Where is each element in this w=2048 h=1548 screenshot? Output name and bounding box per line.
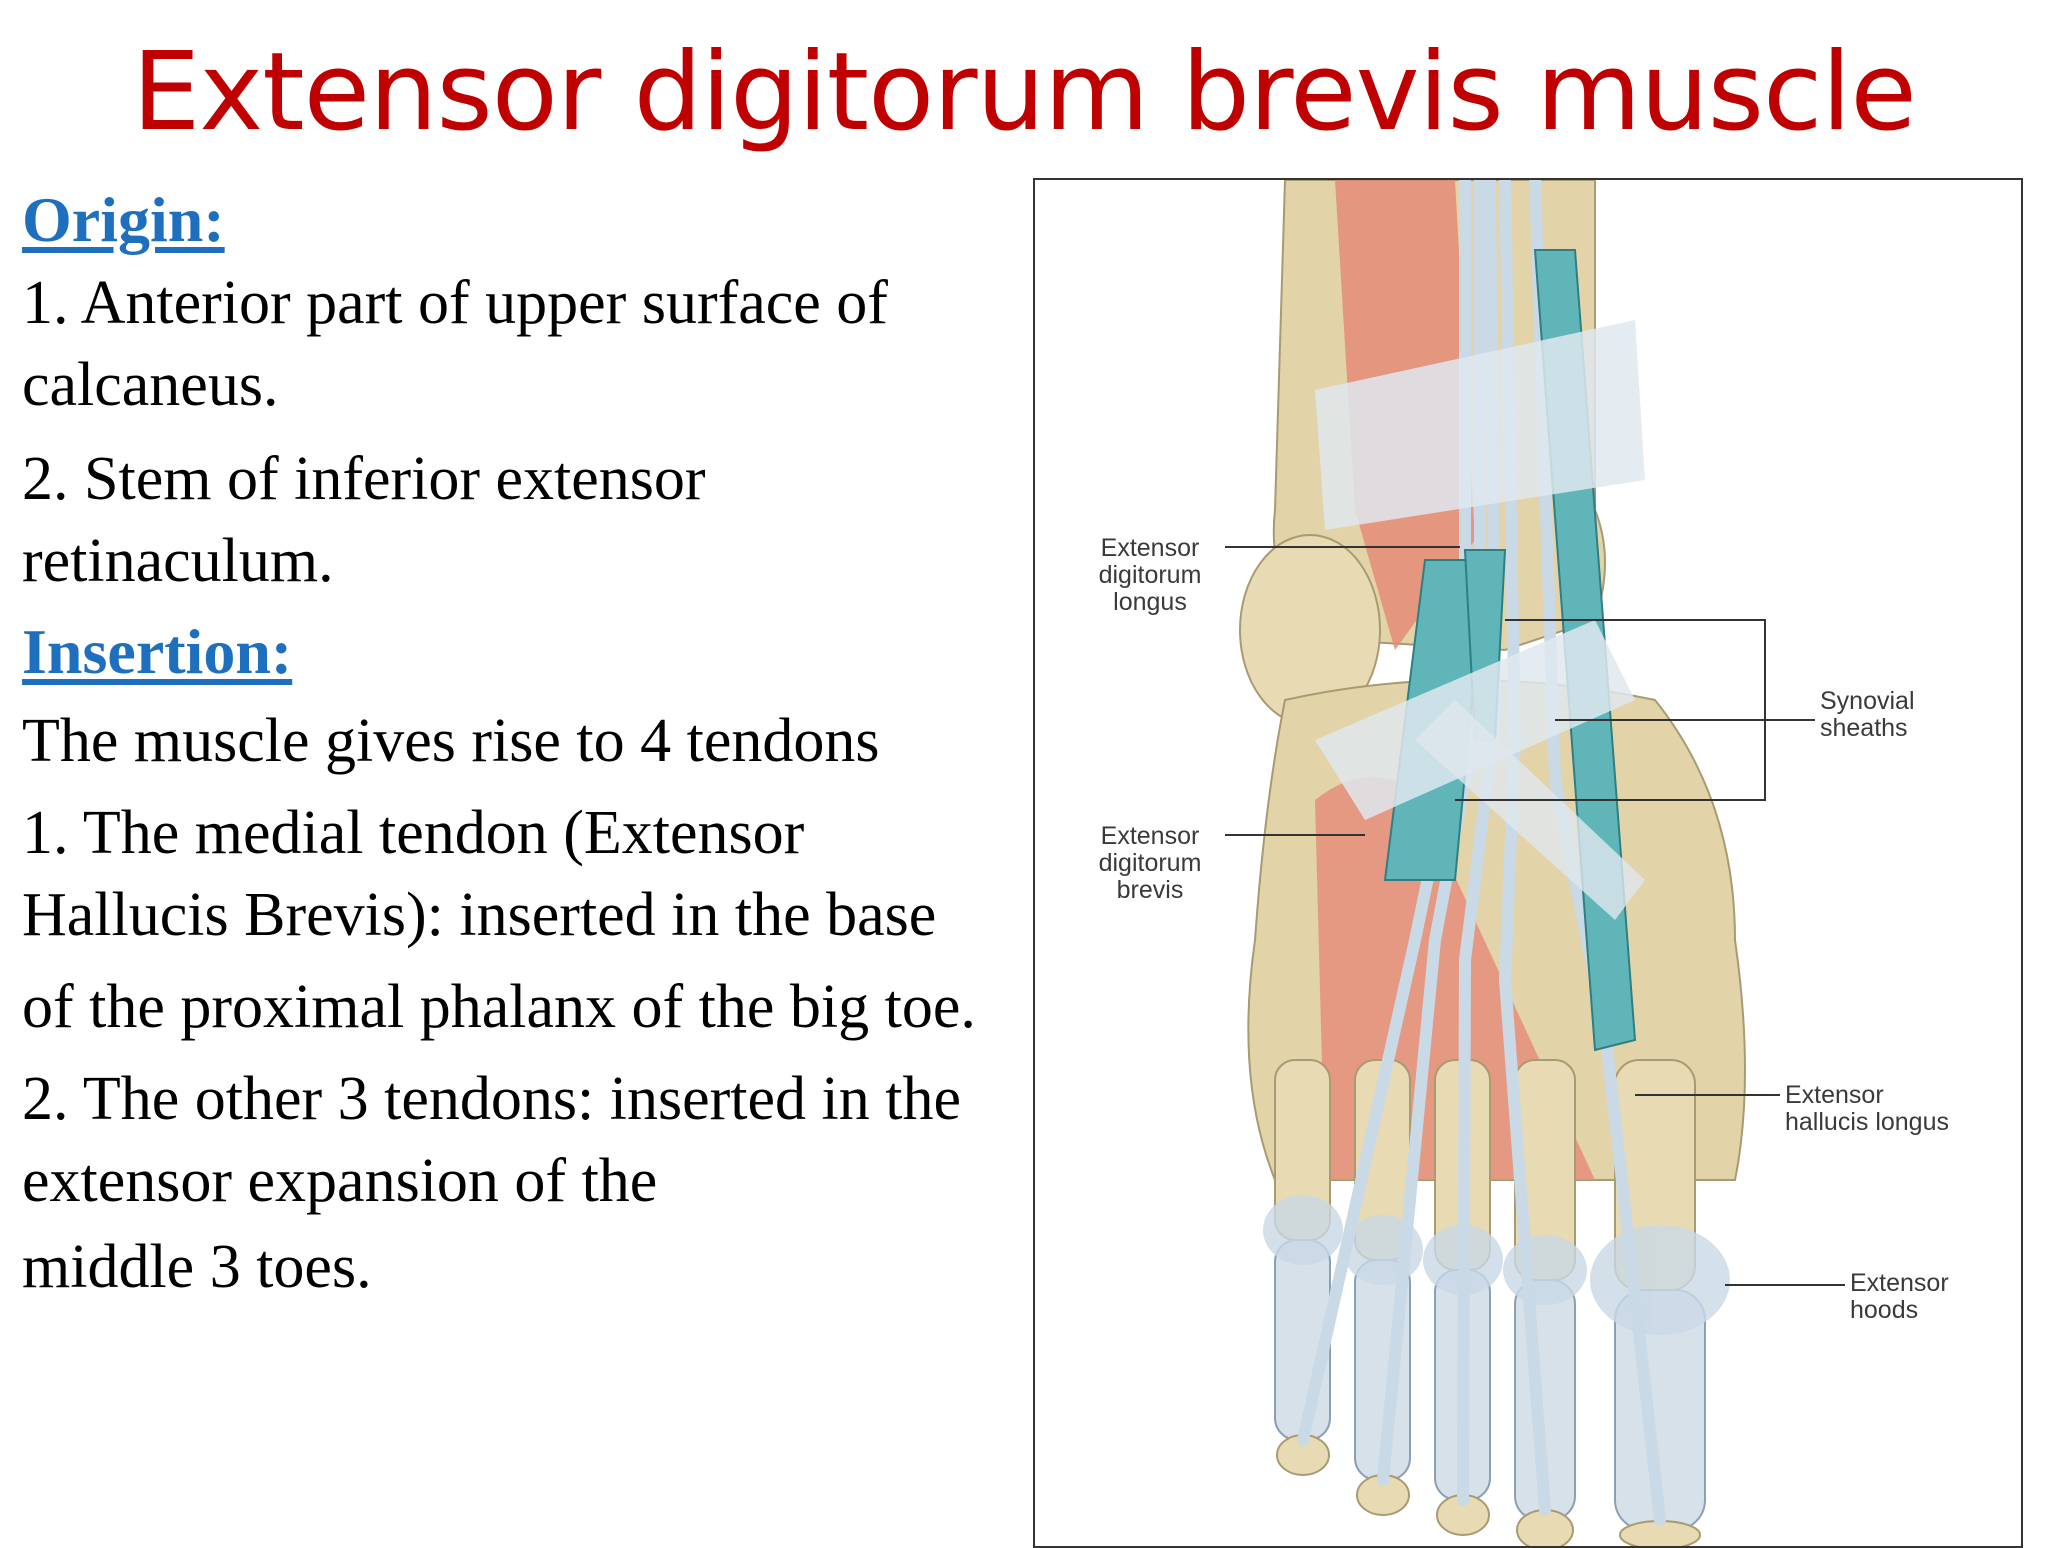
text-column: Origin: 1. Anterior part of upper surfac… — [22, 182, 1012, 1308]
label-synovial-sheaths: Synovial sheaths — [1820, 687, 1915, 742]
insertion-item-2: 2. The other 3 tendons: inserted in the … — [22, 1065, 961, 1215]
origin-item-1: 1. Anterior part of upper surface of cal… — [22, 269, 888, 419]
label-extensor-digitorum-longus: Extensor digitorum longus — [1098, 534, 1202, 616]
leader-lines — [1225, 546, 1845, 1286]
insertion-intro: The muscle gives rise to 4 tendons — [22, 707, 880, 775]
slide-title: Extensor digitorum brevis muscle — [132, 30, 1917, 155]
extensor-hoods — [1263, 1195, 1730, 1335]
origin-item-2: 2. Stem of inferior extensor retinaculum… — [22, 445, 706, 595]
label-extensor-hallucis-longus: Extensor hallucis longus — [1785, 1081, 1949, 1136]
foot-anatomy-figure: Extensor digitorum longus Extensor digit… — [1033, 178, 2023, 1548]
insertion-heading: Insertion: — [22, 616, 293, 687]
origin-heading: Origin: — [22, 184, 225, 255]
label-extensor-digitorum-brevis: Extensor digitorum brevis — [1098, 822, 1202, 904]
insertion-item-1-cont: of the proximal phalanx of the big toe. — [22, 973, 976, 1041]
insertion-item-2-cont: middle 3 toes. — [22, 1233, 372, 1301]
foot-illustration — [1225, 180, 1845, 1546]
insertion-item-1: 1. The medial tendon (Extensor Hallucis … — [22, 799, 937, 949]
superior-retinaculum — [1315, 320, 1645, 530]
label-extensor-hoods: Extensor hoods — [1850, 1269, 1949, 1324]
inferior-retinaculum-limb — [1415, 700, 1645, 920]
